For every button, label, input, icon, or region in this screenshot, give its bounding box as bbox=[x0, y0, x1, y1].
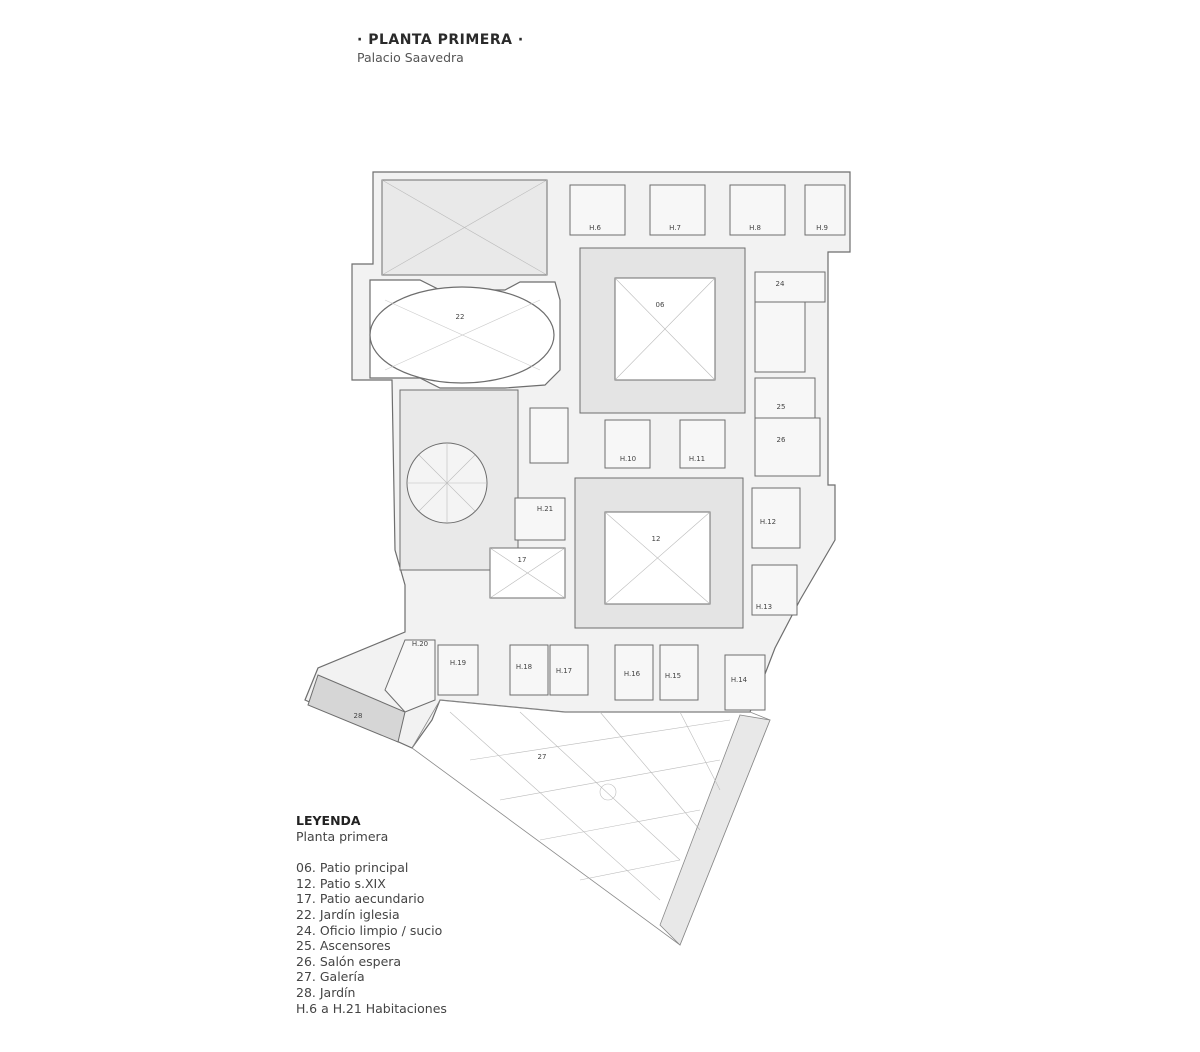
label-26: 26 bbox=[777, 436, 786, 444]
label-h19: H.19 bbox=[450, 659, 466, 667]
service-room-24 bbox=[754, 271, 826, 303]
legend-item: 06. Patio principal bbox=[296, 860, 409, 876]
legend-item: 17. Patio aecundario bbox=[296, 891, 425, 907]
label-h16: H.16 bbox=[624, 670, 641, 678]
legend-item: H.6 a H.21 Habitaciones bbox=[296, 1000, 447, 1016]
garden-28 bbox=[307, 674, 406, 743]
legend-item: 22. Jardín iglesia bbox=[296, 906, 400, 922]
legend-item: 12. Patio s.XIX bbox=[296, 875, 386, 891]
legend-item: 26. Salón espera bbox=[296, 953, 402, 969]
label-h20: H.20 bbox=[412, 640, 428, 648]
label-h17: H.17 bbox=[556, 667, 572, 675]
label-h9: H.9 bbox=[816, 224, 828, 232]
label-h21: H.21 bbox=[537, 505, 553, 513]
plan-subtitle: Palacio Saavedra bbox=[357, 50, 464, 65]
label-22: 22 bbox=[456, 313, 465, 321]
label-17: 17 bbox=[518, 556, 527, 564]
label-25: 25 bbox=[777, 403, 786, 411]
label-h15: H.15 bbox=[665, 672, 681, 680]
gallery-pattern bbox=[449, 711, 731, 901]
label-h14: H.14 bbox=[731, 676, 748, 684]
label-h11: H.11 bbox=[689, 455, 705, 463]
title-block: · PLANTA PRIMERA · Palacio Saavedra bbox=[357, 32, 524, 65]
room-h9 bbox=[804, 184, 846, 236]
label-h12: H.12 bbox=[760, 518, 776, 526]
room-h15 bbox=[659, 644, 699, 701]
label-28: 28 bbox=[354, 712, 363, 720]
label-h10: H.10 bbox=[620, 455, 636, 463]
room-h21 bbox=[514, 497, 566, 541]
label-h18: H.18 bbox=[516, 663, 532, 671]
room-h10 bbox=[604, 419, 651, 469]
legend-item: 24. Oficio limpio / sucio bbox=[296, 922, 443, 938]
label-24: 24 bbox=[776, 280, 785, 288]
stairs-central bbox=[529, 407, 569, 464]
room-h18 bbox=[509, 644, 549, 696]
room-h17 bbox=[549, 644, 589, 696]
label-27: 27 bbox=[538, 753, 547, 761]
label-h6: H.6 bbox=[589, 224, 601, 232]
room-h20 bbox=[384, 639, 436, 713]
legend-subtitle: Planta primera bbox=[296, 828, 389, 844]
plan-title: · PLANTA PRIMERA · bbox=[357, 32, 524, 48]
room-h19 bbox=[437, 644, 479, 696]
room-h8 bbox=[729, 184, 786, 236]
label-h8: H.8 bbox=[749, 224, 761, 232]
label-06: 06 bbox=[656, 301, 665, 309]
legend-title: LEYENDA bbox=[296, 813, 361, 828]
gallery-colonnade bbox=[659, 714, 771, 946]
stairs-east bbox=[754, 301, 806, 373]
room-h12 bbox=[751, 487, 801, 549]
label-h7: H.7 bbox=[669, 224, 681, 232]
elevators-25 bbox=[754, 377, 816, 419]
legend-list: 06. Patio principal 12. Patio s.XIX 17. … bbox=[296, 860, 447, 1016]
waiting-lounge-26 bbox=[754, 417, 821, 477]
room-h11 bbox=[679, 419, 726, 469]
room-h6 bbox=[569, 184, 626, 236]
legend: LEYENDA Planta primera 06. Patio princip… bbox=[296, 813, 447, 1016]
label-h13: H.13 bbox=[756, 603, 772, 611]
label-12: 12 bbox=[652, 535, 661, 543]
legend-item: 28. Jardín bbox=[296, 984, 356, 1000]
room-h14 bbox=[724, 654, 766, 711]
room-h13 bbox=[751, 564, 798, 616]
legend-item: 25. Ascensores bbox=[296, 938, 391, 954]
room-h7 bbox=[649, 184, 706, 236]
legend-item: 27. Galería bbox=[296, 969, 365, 985]
room-h16 bbox=[614, 644, 654, 701]
